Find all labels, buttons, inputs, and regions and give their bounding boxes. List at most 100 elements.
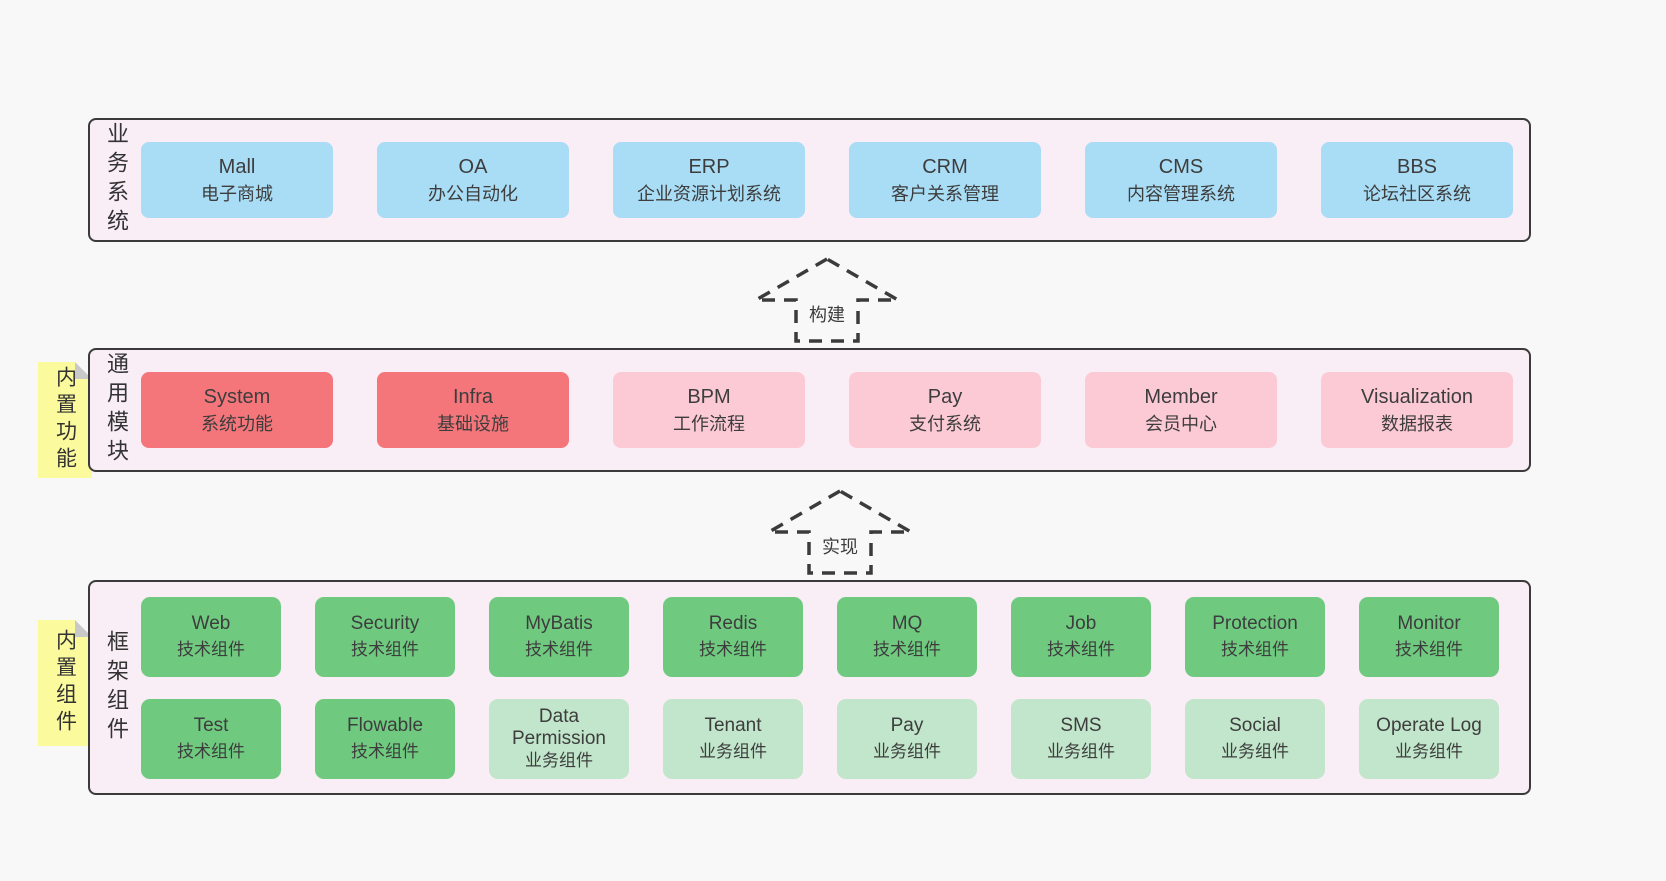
box-mq-desc: 技术组件 [873,639,941,659]
box-redis-desc: 技术组件 [699,639,767,659]
box-test-desc: 技术组件 [177,741,245,761]
dashed-up-arrow-icon [765,488,915,575]
box-web: Web 技术组件 [141,596,281,677]
folded-corner-icon [75,620,92,637]
build-arrow: 构建 [752,256,902,344]
box-redis: Redis 技术组件 [663,596,803,677]
common-modules-boxes: System 系统功能 Infra 基础设施 BPM 工作流程 Pay 支付系统… [141,372,1513,448]
builtin-features-tag-label: 内置功能 [53,366,77,474]
box-social-desc: 业务组件 [1221,741,1289,761]
builtin-components-tag: 内置组件 [38,620,92,746]
business-systems-boxes: Mall 电子商城 OA 办公自动化 ERP 企业资源计划系统 CRM 客户关系… [141,142,1513,218]
box-cms-name: CMS [1158,155,1204,178]
builtin-components-tag-label: 内置组件 [53,629,77,737]
box-member-name: Member [1144,385,1218,408]
framework-row-1: Web 技术组件 Security 技术组件 MyBatis 技术组件 Redi… [141,596,1499,677]
box-bbs-name: BBS [1396,155,1438,178]
box-data-permission-name: Data Permission [512,705,606,750]
box-mq-name: MQ [891,612,923,634]
box-operate-log: Operate Log 业务组件 [1359,698,1499,779]
box-job-desc: 技术组件 [1047,639,1115,659]
folded-corner-icon [75,362,92,379]
build-arrow-label: 构建 [806,300,848,328]
implement-arrow: 实现 [765,488,915,576]
box-flowable-desc: 技术组件 [351,741,419,761]
dashed-up-arrow-icon [752,256,902,343]
box-crm-desc: 客户关系管理 [891,183,999,204]
box-bpm: BPM 工作流程 [613,372,805,448]
box-oa: OA 办公自动化 [377,142,569,218]
box-web-desc: 技术组件 [177,639,245,659]
box-security-name: Security [350,612,420,634]
box-sms: SMS 业务组件 [1011,698,1151,779]
box-pay-module-desc: 支付系统 [909,413,981,434]
box-pay-component-name: Pay [890,714,924,736]
box-mall-desc: 电子商城 [201,183,273,204]
box-erp-desc: 企业资源计划系统 [637,183,781,204]
box-sms-desc: 业务组件 [1047,741,1115,761]
box-mybatis-desc: 技术组件 [525,639,593,659]
box-pay-component: Pay 业务组件 [837,698,977,779]
box-monitor: Monitor 技术组件 [1359,596,1499,677]
box-infra-name: Infra [452,385,494,408]
box-mq: MQ 技术组件 [837,596,977,677]
box-bpm-name: BPM [687,385,731,408]
box-bpm-desc: 工作流程 [673,413,745,434]
box-security-desc: 技术组件 [351,639,419,659]
box-protection: Protection 技术组件 [1185,596,1325,677]
box-job: Job 技术组件 [1011,596,1151,677]
box-mall: Mall 电子商城 [141,142,333,218]
box-operate-log-name: Operate Log [1376,714,1482,736]
box-cms: CMS 内容管理系统 [1085,142,1277,218]
box-system-desc: 系统功能 [201,413,273,434]
framework-components-label: 框架组件 [104,629,129,746]
box-test-name: Test [193,714,229,736]
box-monitor-desc: 技术组件 [1395,639,1463,659]
box-monitor-name: Monitor [1397,612,1461,634]
business-systems-label: 业务系统 [104,122,129,238]
box-pay-component-desc: 业务组件 [873,741,941,761]
framework-components-boxes: Web 技术组件 Security 技术组件 MyBatis 技术组件 Redi… [141,596,1499,779]
box-mybatis-name: MyBatis [525,612,593,634]
box-pay-module-name: Pay [927,385,963,408]
box-member: Member 会员中心 [1085,372,1277,448]
box-flowable-name: Flowable [346,714,424,736]
box-bbs: BBS 论坛社区系统 [1321,142,1513,218]
box-infra: Infra 基础设施 [377,372,569,448]
box-data-permission-desc: 业务组件 [525,751,593,771]
common-modules-panel: 通用模块 System 系统功能 Infra 基础设施 BPM 工作流程 Pay… [88,348,1531,472]
box-erp-name: ERP [688,155,730,178]
box-social: Social 业务组件 [1185,698,1325,779]
box-data-permission: Data Permission 业务组件 [489,698,629,779]
box-bbs-desc: 论坛社区系统 [1363,183,1471,204]
builtin-features-tag: 内置功能 [38,362,92,478]
box-oa-name: OA [458,155,488,178]
box-system: System 系统功能 [141,372,333,448]
implement-arrow-label: 实现 [819,532,861,560]
box-visualization-name: Visualization [1361,385,1473,408]
box-system-name: System [203,385,271,408]
framework-row-2: Test 技术组件 Flowable 技术组件 Data Permission … [141,698,1499,779]
framework-components-panel: 框架组件 Web 技术组件 Security 技术组件 MyBatis 技术组件… [88,580,1531,795]
box-flowable: Flowable 技术组件 [315,698,455,779]
box-security: Security 技术组件 [315,596,455,677]
box-member-desc: 会员中心 [1145,413,1217,434]
box-crm: CRM 客户关系管理 [849,142,1041,218]
box-redis-name: Redis [708,612,758,634]
box-oa-desc: 办公自动化 [428,183,518,204]
box-crm-name: CRM [922,155,968,178]
box-protection-name: Protection [1212,612,1298,634]
box-infra-desc: 基础设施 [437,413,509,434]
box-protection-desc: 技术组件 [1221,639,1289,659]
box-test: Test 技术组件 [141,698,281,779]
box-operate-log-desc: 业务组件 [1395,741,1463,761]
common-modules-label: 通用模块 [104,352,129,468]
box-mybatis: MyBatis 技术组件 [489,596,629,677]
box-pay-module: Pay 支付系统 [849,372,1041,448]
box-web-name: Web [191,612,231,634]
box-visualization: Visualization 数据报表 [1321,372,1513,448]
business-systems-panel: 业务系统 Mall 电子商城 OA 办公自动化 ERP 企业资源计划系统 CRM… [88,118,1531,242]
box-social-name: Social [1229,714,1281,736]
box-tenant: Tenant 业务组件 [663,698,803,779]
